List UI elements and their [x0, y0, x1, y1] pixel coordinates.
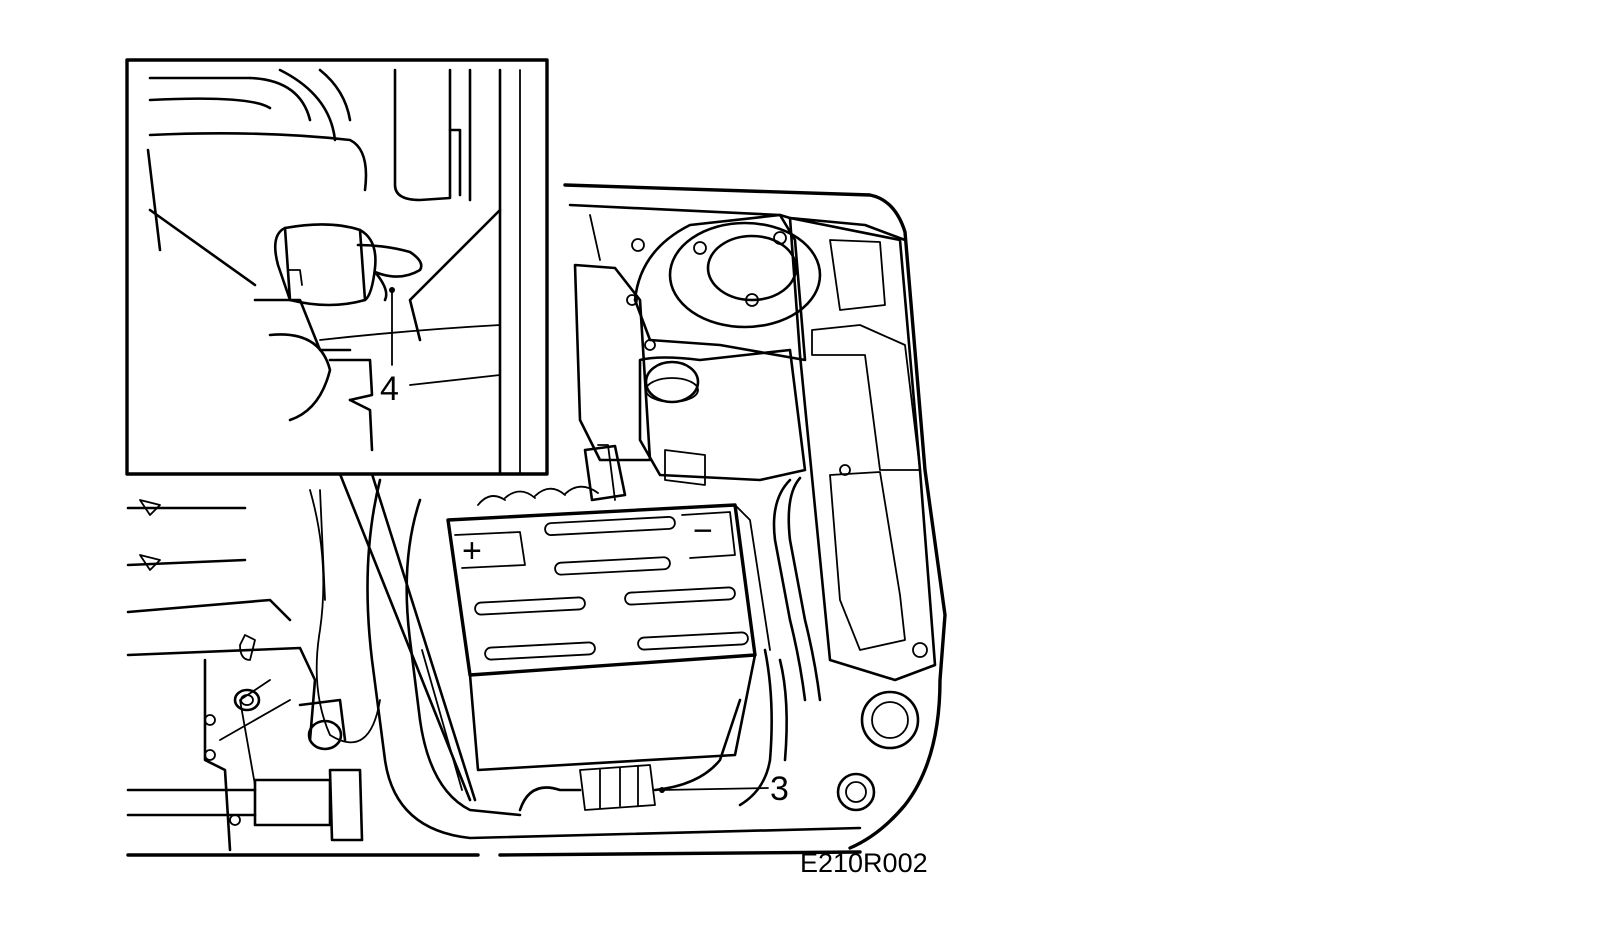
detail-frame — [125, 58, 549, 476]
engine-bay-main-view: + − — [126, 183, 947, 857]
inset-leader-left — [338, 472, 472, 802]
connector — [273, 223, 423, 307]
battery: + − — [446, 503, 771, 772]
callout-label-3: 3 — [770, 770, 789, 808]
coolant-reservoir — [638, 348, 807, 486]
view-bottom-line — [126, 850, 862, 857]
side-panel — [788, 216, 937, 682]
engine-left-section — [126, 489, 381, 852]
figure-code: E210R002 — [800, 848, 928, 878]
fender-outline — [563, 183, 947, 850]
battery-negative-symbol: − — [693, 512, 713, 550]
coolant-hose — [772, 478, 807, 702]
wiring-loom — [477, 444, 627, 506]
callout-label-4: 4 — [380, 370, 399, 408]
battery-positive-symbol: + — [462, 532, 482, 570]
battery-tray — [366, 478, 920, 840]
callout-4: 4 — [380, 287, 399, 408]
detail-inset: 4 — [125, 58, 549, 476]
strut-tower — [633, 213, 822, 362]
inset-leader-right — [370, 472, 477, 802]
callout-3: 3 — [659, 770, 789, 808]
